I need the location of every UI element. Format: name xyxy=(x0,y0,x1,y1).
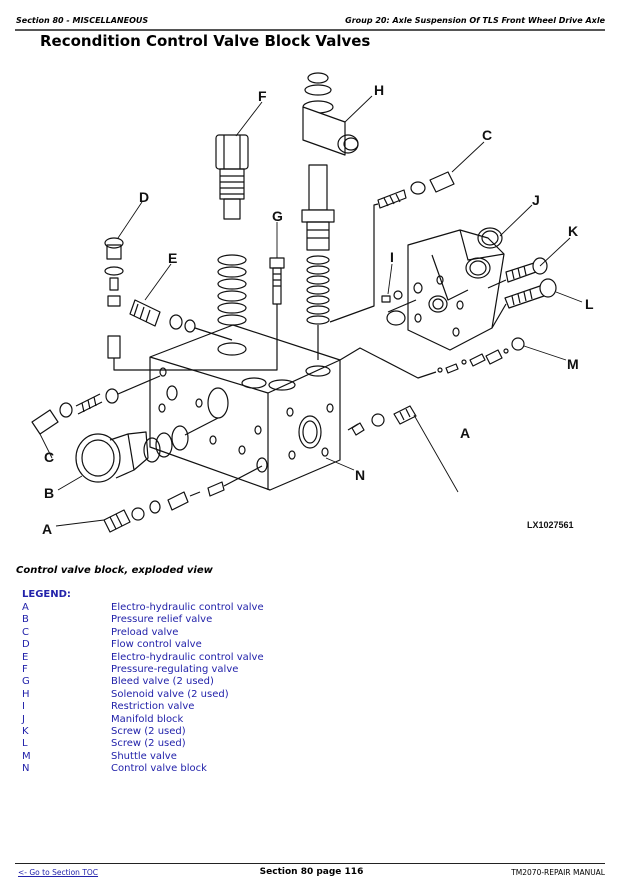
legend-value: Manifold block xyxy=(111,713,184,725)
preload-valve-left xyxy=(31,375,161,435)
legend-item: G Bleed valve (2 used) xyxy=(22,676,214,688)
legend-value: Shuttle valve xyxy=(111,750,177,762)
electro-hydraulic-valve-e xyxy=(129,299,233,341)
legend-item: J Manifold block xyxy=(22,713,183,726)
pressure-relief-valve xyxy=(75,417,219,483)
manual-id: TM2070-REPAIR MANUAL xyxy=(511,868,605,877)
callout-b: B xyxy=(44,485,54,501)
callout-h: H xyxy=(374,82,384,98)
legend-key: H xyxy=(22,688,30,700)
legend-key: C xyxy=(22,626,29,638)
footer-divider xyxy=(15,863,605,864)
callout-g: G xyxy=(272,208,283,224)
legend-item: I Restriction valve xyxy=(22,701,194,713)
legend: LEGEND: A Electro-hydraulic control valve… xyxy=(22,589,264,775)
legend-key: I xyxy=(22,701,25,713)
preload-valve-right xyxy=(329,171,455,323)
legend-item: F Pressure-regulating valve xyxy=(22,663,238,676)
page-number: Section 80 page 116 xyxy=(259,867,364,877)
callout-f: F xyxy=(258,88,267,104)
callout-c-right: C xyxy=(482,127,492,143)
page-title: Recondition Control Valve Block Valves xyxy=(40,32,371,50)
legend-item: C Preload valve xyxy=(22,626,178,639)
legend-value: Pressure relief valve xyxy=(111,614,213,626)
callout-a-left: A xyxy=(42,521,52,537)
legend-item: M Shuttle valve xyxy=(22,750,177,763)
legend-value: Bleed valve (2 used) xyxy=(111,676,214,688)
legend-key: N xyxy=(22,763,30,775)
legend-value: Screw (2 used) xyxy=(111,725,186,737)
legend-value: Control valve block xyxy=(111,763,207,775)
legend-value: Solenoid valve (2 used) xyxy=(111,688,229,700)
callout-c-left: C xyxy=(44,449,54,465)
callout-n: N xyxy=(355,467,365,483)
callout-j: J xyxy=(532,192,540,208)
electro-hydraulic-valve-a-right xyxy=(347,405,417,436)
callout-d: D xyxy=(139,189,149,205)
legend-key: B xyxy=(22,614,29,626)
legend-key: K xyxy=(22,725,29,737)
legend-title: LEGEND: xyxy=(22,589,71,600)
solenoid-valve xyxy=(301,72,359,360)
legend-item: K Screw (2 used) xyxy=(22,725,186,738)
figure-id: LX1027561 xyxy=(527,520,574,530)
legend-value: Preload valve xyxy=(111,626,179,638)
legend-key: L xyxy=(22,738,28,750)
legend-key: E xyxy=(22,651,29,663)
section-label: Section 80 - MISCELLANEOUS xyxy=(16,16,149,25)
legend-value: Electro-hydraulic control valve xyxy=(111,651,264,663)
legend-value: Restriction valve xyxy=(111,701,195,713)
callout-l: L xyxy=(585,296,594,312)
legend-value: Electro-hydraulic control valve xyxy=(111,602,264,613)
legend-value: Flow control valve xyxy=(111,639,202,651)
exploded-view-diagram: F H C D E G I J K L M N A C B A LX102756… xyxy=(31,72,594,537)
go-to-section-toc-link[interactable]: <- Go to Section TOC xyxy=(18,868,99,877)
shuttle-valve xyxy=(339,337,525,379)
page-header: Section 80 - MISCELLANEOUS Group 20: Axl… xyxy=(16,16,605,30)
callout-e: E xyxy=(168,250,177,266)
legend-item: D Flow control valve xyxy=(22,639,202,651)
flow-control-valve xyxy=(104,237,278,371)
callout-m: M xyxy=(567,356,579,372)
legend-key: M xyxy=(22,750,31,762)
manifold-block xyxy=(386,227,505,351)
page-footer: <- Go to Section TOC Section 80 page 116… xyxy=(18,867,605,880)
legend-item: E Electro-hydraulic control valve xyxy=(22,651,264,664)
legend-item: A Electro-hydraulic control valve xyxy=(22,602,264,614)
callout-i: I xyxy=(390,249,394,265)
leader-lines xyxy=(39,95,583,527)
group-label: Group 20: Axle Suspension Of TLS Front W… xyxy=(345,16,605,25)
legend-item: L Screw (2 used) xyxy=(22,738,186,750)
legend-key: J xyxy=(22,713,25,725)
restriction-valve xyxy=(381,290,403,303)
control-valve-block xyxy=(149,324,341,491)
legend-item: N Control valve block xyxy=(22,763,207,775)
callout-k: K xyxy=(568,223,578,239)
legend-key: A xyxy=(22,602,29,613)
legend-value: Screw (2 used) xyxy=(111,738,186,750)
legend-item: H Solenoid valve (2 used) xyxy=(22,688,229,701)
legend-key: G xyxy=(22,676,30,688)
header-divider xyxy=(15,29,605,31)
pressure-regulating-valve xyxy=(215,134,249,326)
callout-a-right: A xyxy=(460,425,470,441)
legend-key: D xyxy=(22,639,30,651)
bleed-valve xyxy=(269,257,285,328)
electro-hydraulic-valve-a-lower xyxy=(103,465,263,533)
legend-key: F xyxy=(22,663,28,675)
legend-item: B Pressure relief valve xyxy=(22,614,212,626)
figure-caption: Control valve block, exploded view xyxy=(16,565,213,576)
legend-value: Pressure-regulating valve xyxy=(111,663,239,675)
